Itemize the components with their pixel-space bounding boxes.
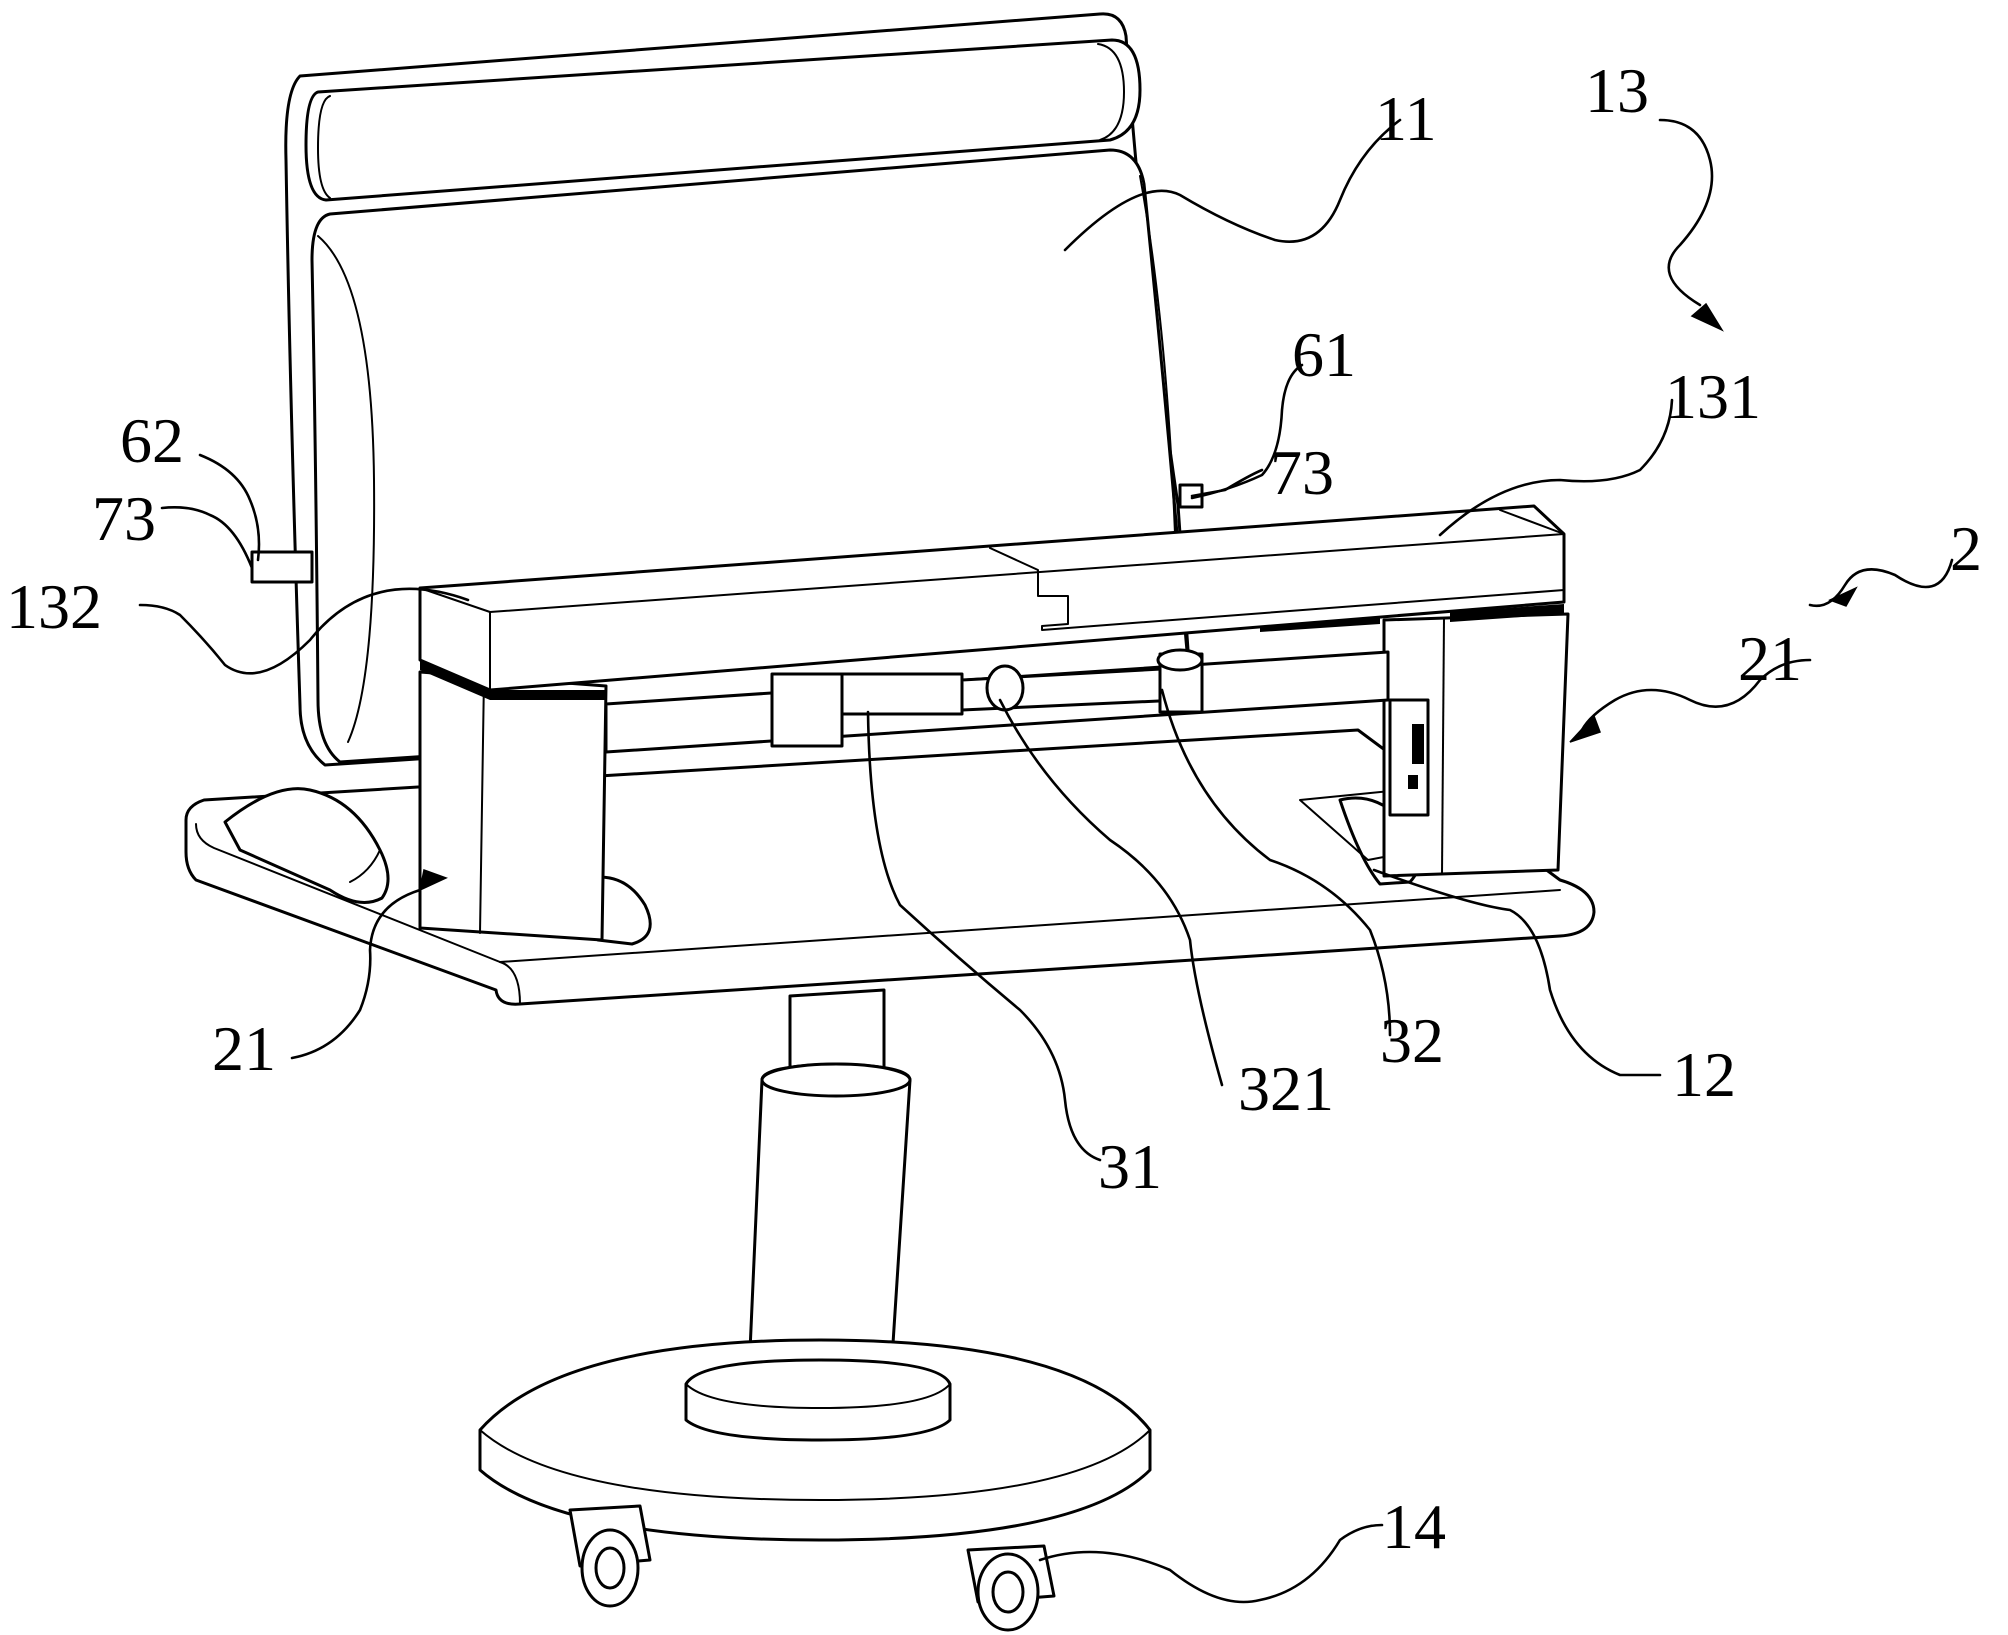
label-13: 13	[1585, 55, 1649, 126]
arrow-13	[1692, 304, 1722, 330]
label-61: 61	[1292, 319, 1356, 390]
label-62: 62	[120, 405, 184, 476]
label-73-right: 73	[1270, 437, 1334, 508]
leader-14	[1040, 1525, 1382, 1602]
leader-73-left	[162, 507, 252, 568]
label-11: 11	[1375, 83, 1437, 154]
label-21-left: 21	[212, 1013, 276, 1084]
label-73-left: 73	[92, 483, 156, 554]
label-131: 131	[1665, 361, 1761, 432]
leader-62	[200, 455, 259, 560]
arrow-21-right	[1570, 716, 1600, 742]
column-and-base	[480, 990, 1150, 1540]
label-21-right: 21	[1738, 623, 1802, 694]
label-2: 2	[1950, 513, 1982, 584]
label-31: 31	[1098, 1131, 1162, 1202]
arrow-2	[1830, 588, 1856, 606]
leader-13	[1660, 120, 1712, 305]
label-321: 321	[1238, 1053, 1334, 1124]
label-12: 12	[1672, 1039, 1736, 1110]
label-14: 14	[1382, 1491, 1446, 1562]
label-32: 32	[1380, 1005, 1444, 1076]
label-132: 132	[6, 571, 102, 642]
